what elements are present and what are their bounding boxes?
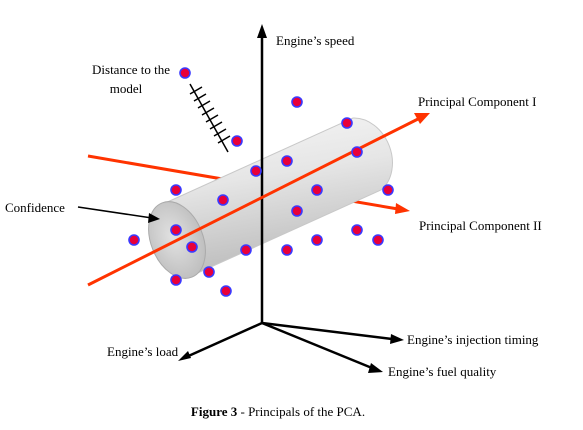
data-point bbox=[281, 155, 293, 167]
principal-component-1-arrowhead bbox=[414, 113, 430, 124]
injection-timing-axis bbox=[261, 321, 393, 341]
engine-speed-arrowhead bbox=[257, 24, 267, 38]
data-point bbox=[291, 96, 303, 108]
data-point bbox=[311, 234, 323, 246]
data-point bbox=[170, 274, 182, 286]
fuel-quality-arrowhead bbox=[368, 363, 383, 373]
data-point bbox=[128, 234, 140, 246]
fuel-quality-label: Engine’s fuel quality bbox=[388, 364, 497, 379]
distance-to-model-label-line1: Distance to the bbox=[92, 62, 170, 77]
principal-component-1-label: Principal Component I bbox=[418, 94, 536, 109]
principal-component-1-line bbox=[87, 117, 419, 287]
engine-speed-label: Engine’s speed bbox=[276, 33, 355, 48]
confidence-label: Confidence bbox=[5, 200, 65, 215]
data-point bbox=[231, 135, 243, 147]
engine-load-axis bbox=[183, 321, 263, 360]
data-points bbox=[128, 67, 394, 297]
data-point bbox=[203, 266, 215, 278]
confidence-pointer-arrowhead bbox=[148, 213, 160, 223]
confidence-pointer bbox=[77, 206, 153, 219]
data-point bbox=[351, 224, 363, 236]
principal-component-2-arrowhead bbox=[395, 203, 410, 214]
data-point bbox=[311, 184, 323, 196]
figure-caption: Figure 3 - Principals of the PCA. bbox=[191, 404, 365, 419]
distance-to-model-label-line2: model bbox=[110, 81, 143, 96]
data-point bbox=[281, 244, 293, 256]
confidence-cylinder bbox=[148, 117, 393, 279]
engine-load-arrowhead bbox=[178, 351, 191, 361]
data-point bbox=[217, 194, 229, 206]
data-point bbox=[291, 205, 303, 217]
figure-caption-label: Figure 3 bbox=[191, 404, 238, 419]
data-point bbox=[372, 234, 384, 246]
distance-to-model-line bbox=[189, 83, 231, 153]
data-point bbox=[351, 146, 363, 158]
fuel-quality-axis bbox=[261, 321, 373, 370]
data-point bbox=[250, 165, 262, 177]
injection-timing-arrowhead bbox=[390, 334, 404, 344]
data-point bbox=[220, 285, 232, 297]
data-point bbox=[170, 224, 182, 236]
engine-load-label: Engine’s load bbox=[107, 344, 179, 359]
data-point bbox=[186, 241, 198, 253]
data-point bbox=[170, 184, 182, 196]
data-point bbox=[341, 117, 353, 129]
figure-caption-text: - Principals of the PCA. bbox=[237, 404, 365, 419]
data-point bbox=[382, 184, 394, 196]
data-point bbox=[240, 244, 252, 256]
data-point bbox=[179, 67, 191, 79]
principal-component-2-label: Principal Component II bbox=[419, 218, 542, 233]
injection-timing-label: Engine’s injection timing bbox=[407, 332, 539, 347]
